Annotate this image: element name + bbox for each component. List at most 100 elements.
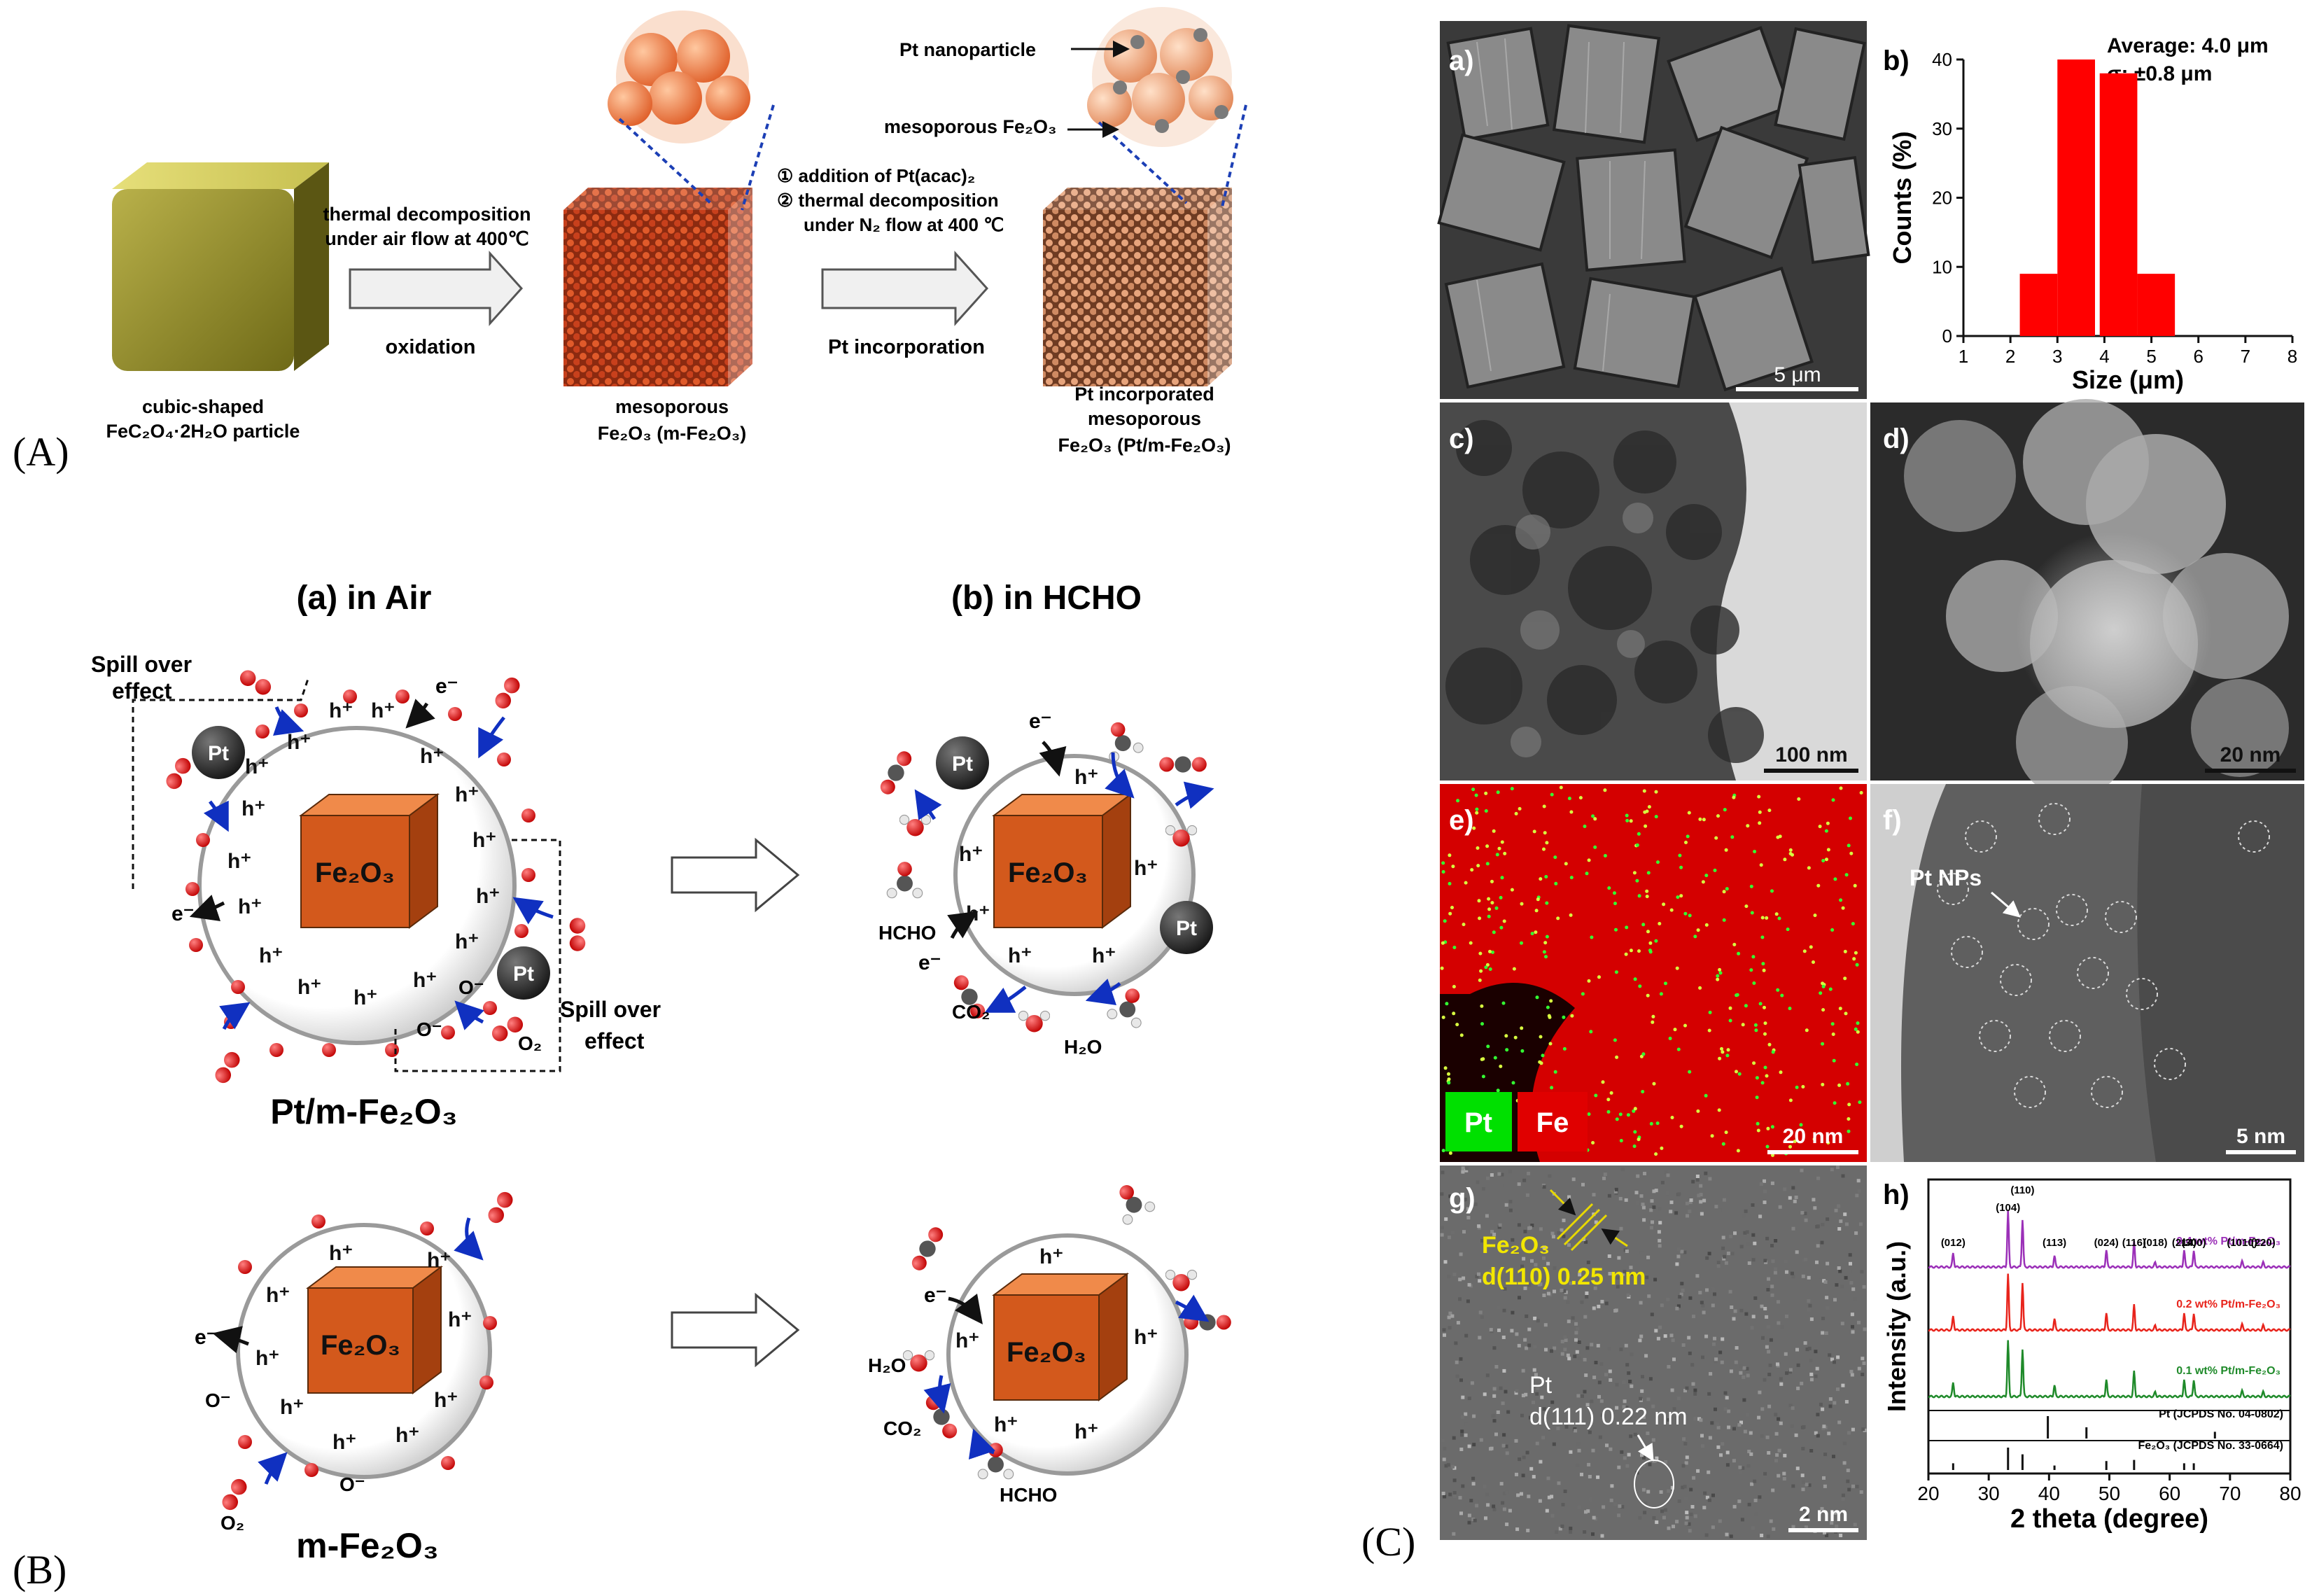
lattice-grain	[1484, 1516, 1487, 1520]
lattice-grain	[1576, 1464, 1580, 1467]
panel-a-letter: (A)	[13, 429, 69, 475]
eds-dot	[1485, 862, 1490, 866]
lattice-grain	[1707, 1252, 1711, 1256]
pt-cube-label-3: Fe₂O₃ (Pt/m-Fe₂O₃)	[1058, 435, 1231, 456]
lattice-grain	[1518, 1457, 1522, 1462]
lattice-grain	[1641, 1488, 1646, 1492]
lattice-grain	[1501, 1243, 1505, 1247]
lattice-grain	[1653, 1278, 1658, 1282]
eds-dot	[1534, 930, 1538, 934]
lattice-grain	[1767, 1350, 1771, 1354]
lattice-grain	[1821, 1222, 1825, 1226]
lattice-grain	[1508, 1170, 1512, 1174]
lattice-grain	[1862, 1284, 1866, 1289]
lattice-grain	[1546, 1292, 1550, 1296]
eds-dot	[1476, 864, 1480, 868]
eds-dot	[1849, 816, 1852, 820]
lattice-grain	[1837, 1420, 1842, 1424]
lattice-grain	[1588, 1475, 1592, 1478]
lattice-grain	[1580, 1300, 1584, 1304]
lattice-grain	[1459, 1252, 1463, 1256]
electron-label: e⁻	[435, 675, 458, 698]
lattice-grain	[1788, 1196, 1792, 1200]
x-tick-label: 70	[2219, 1483, 2241, 1504]
eds-dot	[1713, 868, 1717, 872]
eds-dot	[1606, 1110, 1611, 1114]
eds-dot	[1722, 890, 1726, 894]
eds-dot	[1807, 866, 1811, 870]
lattice-grain	[1851, 1287, 1856, 1292]
lattice-grain	[1807, 1308, 1811, 1312]
lattice-grain	[1851, 1330, 1855, 1334]
lattice-grain	[1592, 1193, 1596, 1197]
lattice-grain	[1737, 1499, 1742, 1504]
lattice-grain	[1726, 1252, 1730, 1255]
lattice-grain	[1525, 1346, 1529, 1350]
lattice-grain	[1801, 1258, 1805, 1262]
lattice-grain	[1847, 1488, 1851, 1492]
eds-dot	[1441, 1015, 1445, 1019]
lattice-grain	[1824, 1331, 1828, 1335]
lattice-grain	[1837, 1227, 1842, 1231]
lattice-grain	[1711, 1493, 1715, 1497]
lattice-grain	[1447, 1236, 1451, 1240]
eds-dot	[1763, 1021, 1767, 1026]
lattice-grain	[1592, 1376, 1597, 1380]
lattice-grain	[1627, 1452, 1631, 1457]
lattice-grain	[1605, 1443, 1609, 1448]
lattice-grain	[1727, 1409, 1731, 1413]
lattice-grain	[1515, 1527, 1520, 1532]
fe2o3-cube-core: Fe₂O₃	[992, 793, 1133, 929]
lattice-grain	[1608, 1369, 1612, 1373]
eds-dot	[1564, 862, 1568, 866]
eds-dot	[1455, 1023, 1459, 1027]
eds-dot	[1633, 1107, 1637, 1111]
lattice-grain	[1471, 1476, 1476, 1480]
lattice-grain	[1670, 1388, 1674, 1392]
lattice-grain	[1443, 1447, 1447, 1450]
lattice-grain	[1780, 1325, 1784, 1329]
lattice-grain	[1714, 1407, 1717, 1411]
m-fe2o3-in-hcho-diagram: Fe₂O₃ h⁺ h⁺ h⁺ h⁺ h⁺ e⁻ H₂O	[868, 1177, 1231, 1506]
lattice-grain	[1801, 1507, 1805, 1511]
lattice-grain	[1658, 1325, 1662, 1329]
eds-dot	[1754, 1028, 1758, 1032]
sem-image-a: 5 μm a)	[1437, 21, 1870, 399]
eds-dot	[1852, 957, 1856, 961]
lattice-grain	[1615, 1406, 1619, 1410]
eds-dot	[1788, 1144, 1792, 1149]
lattice-grain	[1454, 1341, 1458, 1345]
lattice-grain	[1523, 1338, 1527, 1342]
pt-sphere	[936, 736, 989, 790]
x-tick-label: 1	[1959, 346, 1968, 367]
eds-dot	[1844, 1011, 1848, 1016]
lattice-grain	[1545, 1508, 1549, 1513]
lattice-grain	[1567, 1320, 1571, 1324]
hole-label: h⁺	[455, 930, 479, 953]
lattice-grain	[1452, 1436, 1456, 1440]
precursor-label-1: cubic-shaped	[142, 396, 264, 417]
lattice-grain	[1737, 1423, 1742, 1427]
oxygen-spheres	[238, 1214, 497, 1477]
eds-dot	[1562, 1015, 1566, 1019]
eds-dot	[1633, 977, 1637, 981]
eds-dot	[1548, 1042, 1553, 1046]
lattice-grain	[1571, 1177, 1576, 1182]
lattice-grain	[1763, 1307, 1767, 1310]
lattice-grain	[1688, 1296, 1693, 1300]
electron-label: e⁻	[918, 951, 941, 974]
eds-dot	[1451, 864, 1455, 869]
lattice-grain	[1470, 1381, 1474, 1385]
eds-dot	[1821, 1008, 1826, 1012]
lattice-grain	[1480, 1239, 1484, 1243]
lattice-grain	[1561, 1503, 1565, 1506]
eds-dot	[1718, 971, 1723, 975]
lattice-grain	[1826, 1217, 1830, 1222]
lattice-grain	[1793, 1199, 1797, 1203]
eds-dot	[1812, 960, 1815, 964]
lattice-grain	[1825, 1296, 1829, 1300]
lattice-grain	[1492, 1346, 1497, 1350]
lattice-grain	[1640, 1389, 1644, 1393]
lattice-grain	[1841, 1174, 1845, 1178]
lattice-grain	[1841, 1383, 1845, 1387]
